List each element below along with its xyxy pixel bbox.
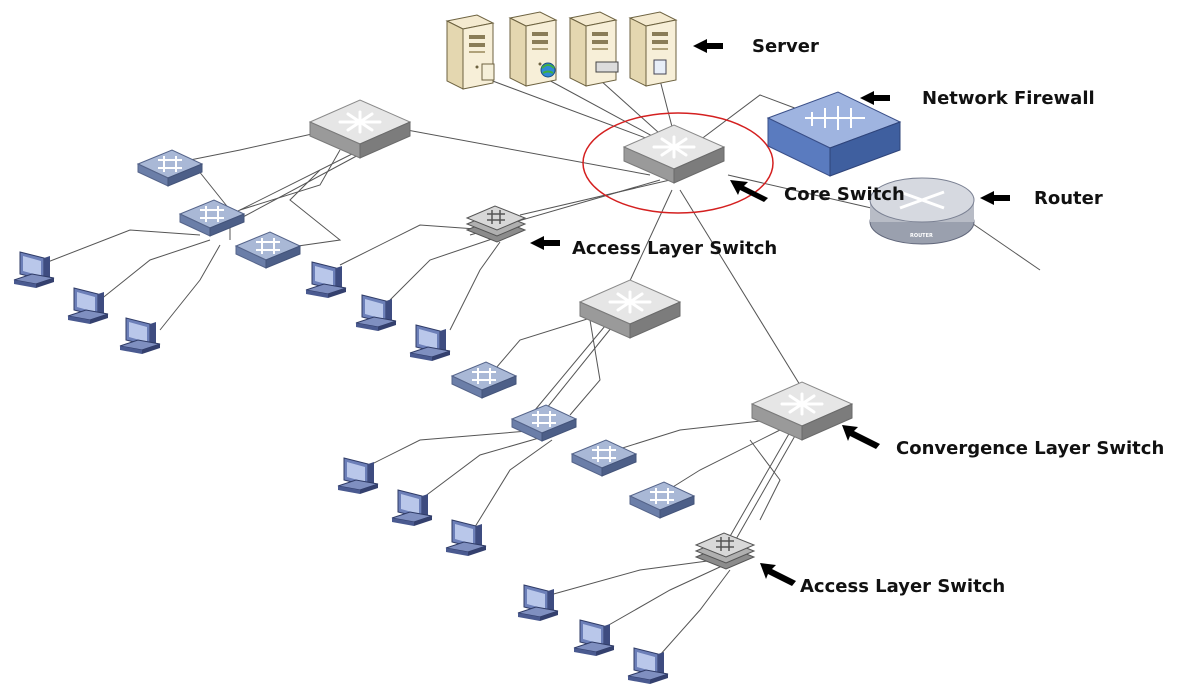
stacked-access-switch-top-icon: [466, 205, 526, 243]
desktop-computer-icon: [13, 251, 55, 289]
router-label: Router: [1034, 188, 1103, 209]
computer-group: [13, 251, 669, 685]
network-links: [39, 77, 1041, 656]
arrow-left-icon: [980, 191, 1010, 205]
server-label: Server: [752, 36, 819, 57]
document-icon: [653, 59, 667, 75]
printer-icon: [595, 61, 619, 73]
aggregation-switch-left-icon: [308, 98, 412, 160]
access-switch-icon: [137, 149, 203, 187]
access-switch-icon: [235, 231, 301, 269]
access-switch-icon: [511, 404, 577, 442]
desktop-computer-icon: [305, 261, 347, 299]
access-switch-label-bottom: Access Layer Switch: [800, 576, 1005, 597]
aggregation-switch-middle-icon: [578, 278, 682, 340]
core-switch-label: Core Switch: [784, 184, 905, 205]
access-switch-icon: [571, 439, 637, 477]
convergence-switch-icon: [750, 380, 854, 442]
firewall-label: Network Firewall: [922, 88, 1095, 109]
desktop-computer-icon: [355, 294, 397, 332]
access-switch-icon: [451, 361, 517, 399]
arrow-left-icon: [760, 563, 796, 586]
router-icon: ROUTER: [869, 177, 975, 245]
desktop-computer-icon: [67, 287, 109, 325]
desktop-computer-icon: [445, 519, 487, 557]
desktop-computer-icon: [337, 457, 379, 495]
desktop-computer-icon: [627, 647, 669, 685]
access-switch-icon: [179, 199, 245, 237]
core-highlight-circle: [582, 112, 774, 214]
server-tower-icon: [629, 11, 677, 87]
desktop-computer-icon: [573, 619, 615, 657]
desktop-computer-icon: [119, 317, 161, 355]
arrow-left-icon: [730, 180, 768, 202]
arrow-left-icon: [860, 91, 890, 105]
arrow-left-icon: [842, 425, 880, 449]
desktop-computer-icon: [409, 324, 451, 362]
server-group: [446, 11, 677, 90]
arrow-left-icon: [530, 236, 560, 250]
access-switch-label-top: Access Layer Switch: [572, 238, 777, 259]
convergence-switch-label: Convergence Layer Switch: [896, 438, 1164, 459]
arrow-left-icon: [693, 39, 723, 53]
router-badge: ROUTER: [910, 233, 933, 239]
desktop-computer-icon: [517, 584, 559, 622]
firewall-icon: [766, 91, 902, 177]
stacked-access-switch-bottom-icon: [695, 532, 755, 570]
desktop-computer-icon: [391, 489, 433, 527]
server-tower-icon: [569, 11, 617, 87]
access-switch-icon: [629, 481, 695, 519]
